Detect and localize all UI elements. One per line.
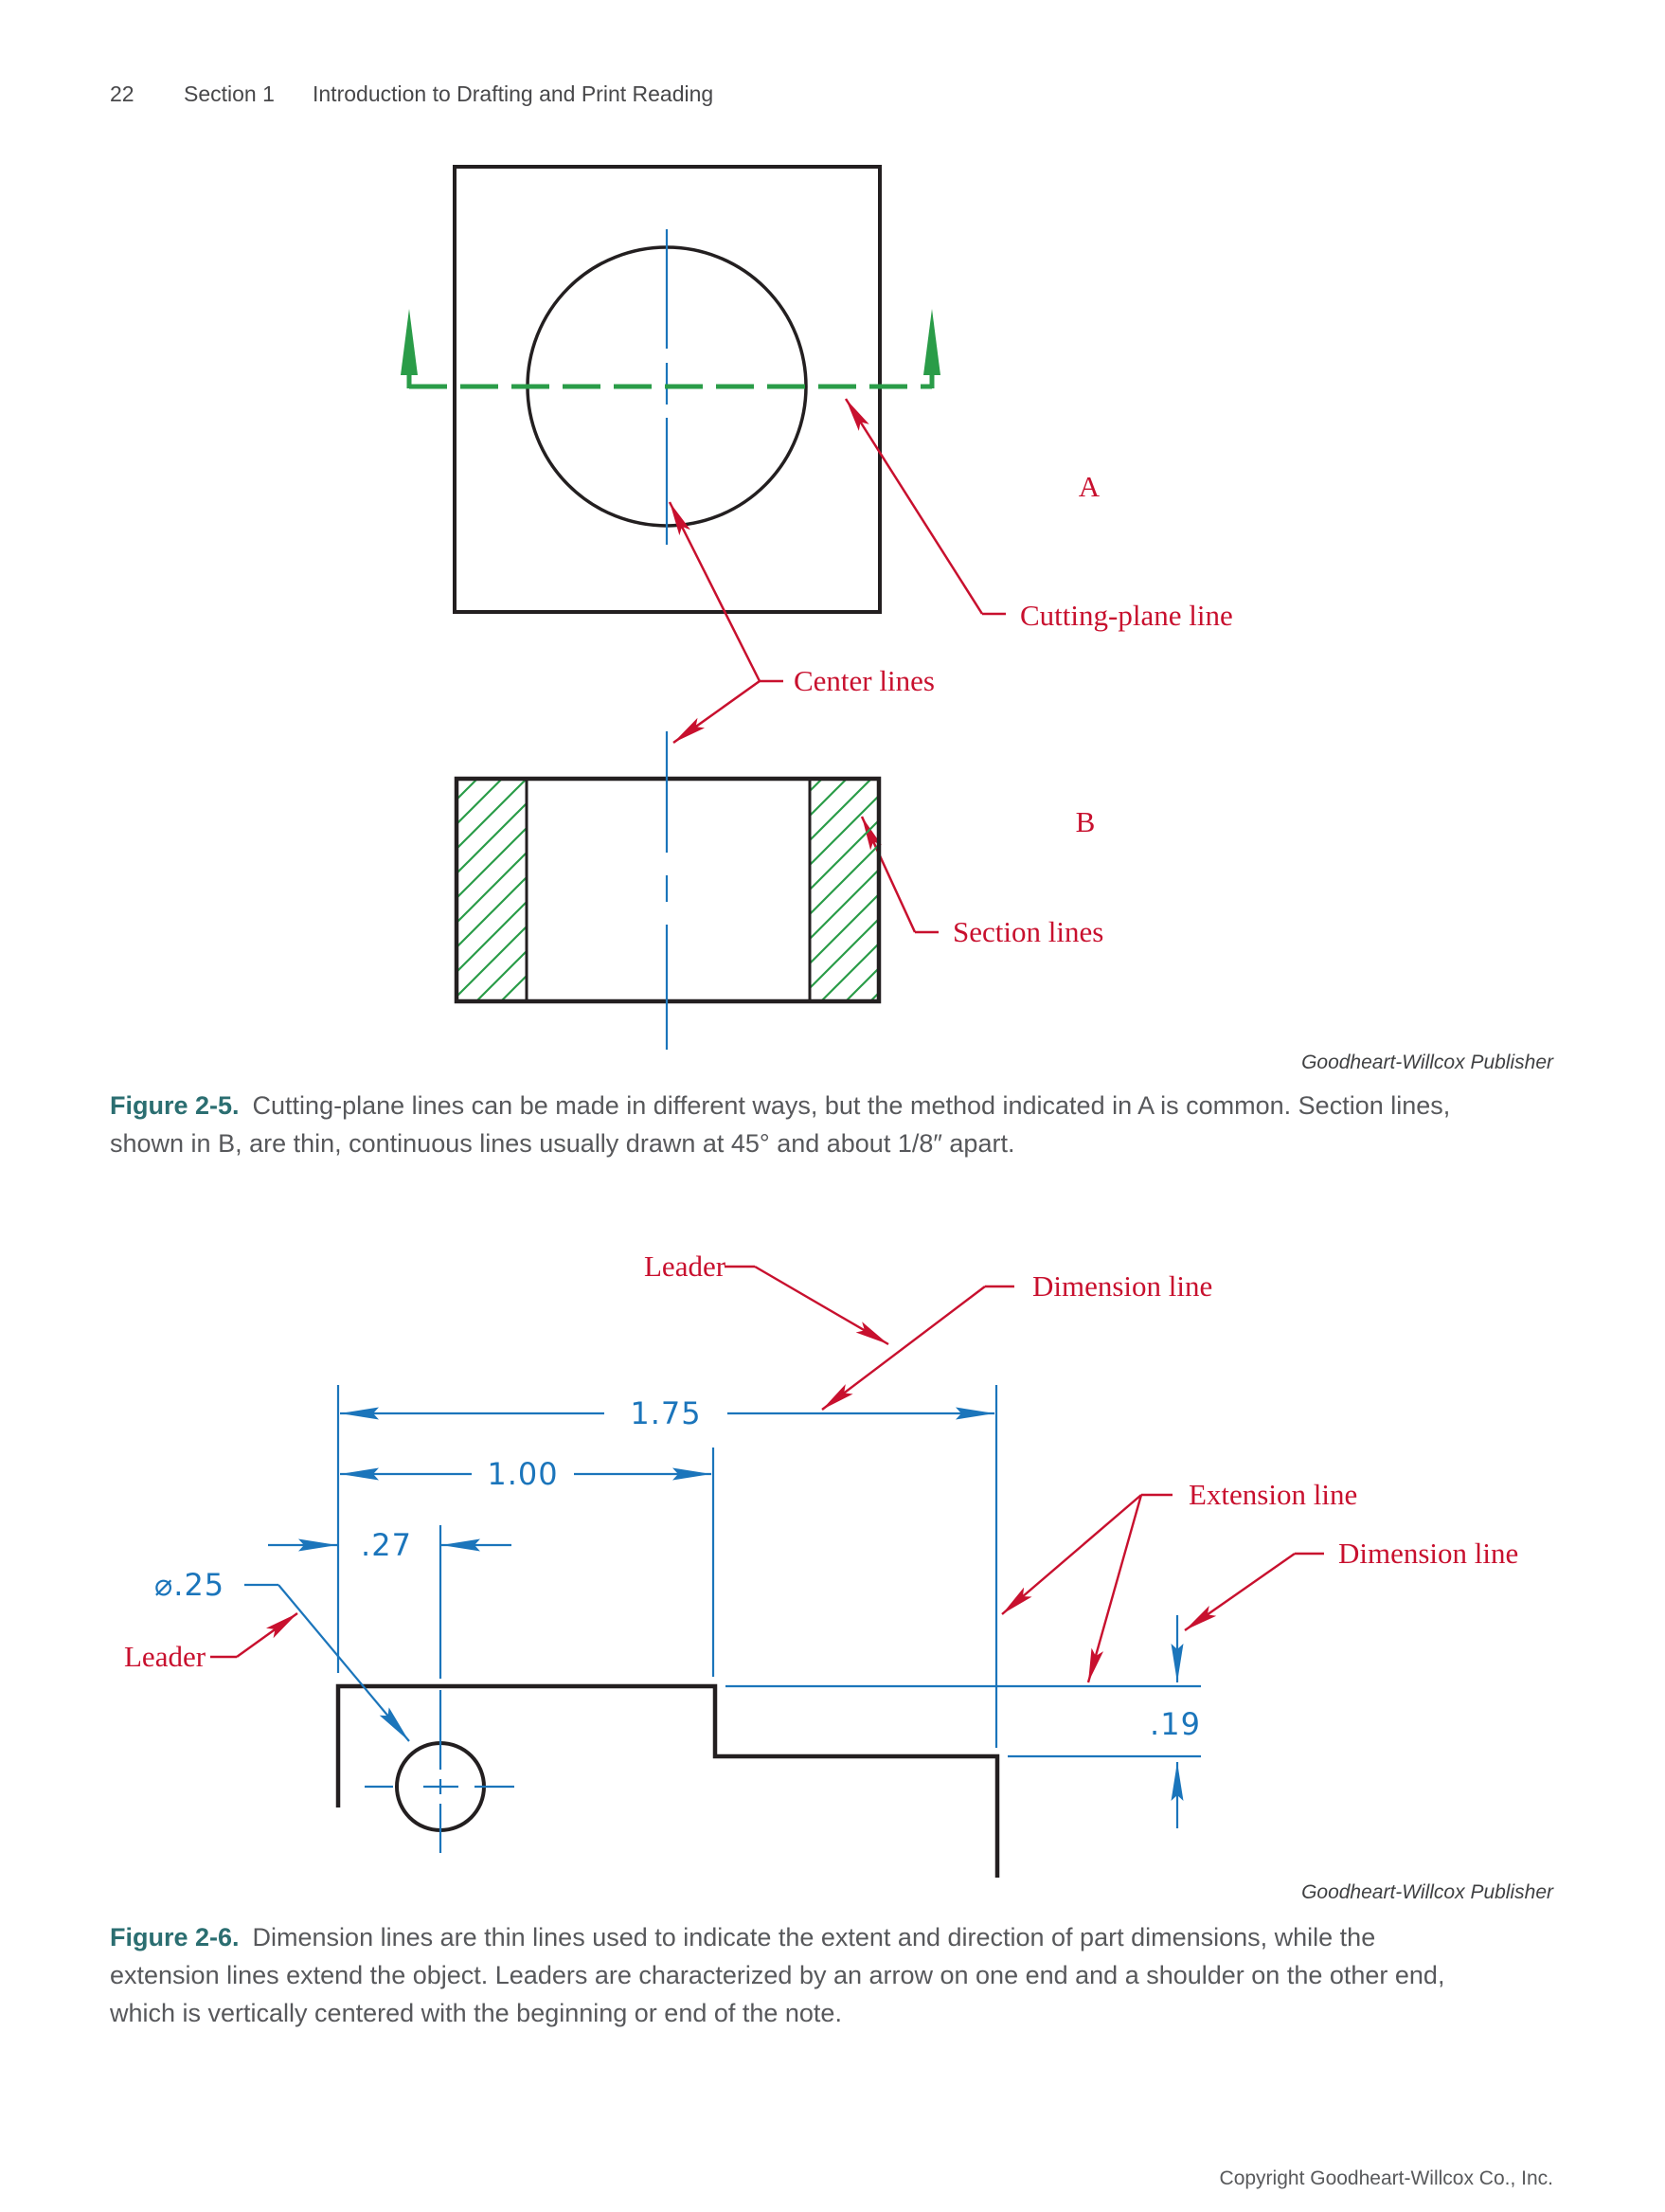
chapter-title: Introduction to Drafting and Print Readi… xyxy=(313,81,714,106)
center-lines-label: Center lines xyxy=(794,664,935,697)
leader-top-label: Leader xyxy=(644,1250,726,1283)
fig6-caption-line1: Figure 2-6.Dimension lines are thin line… xyxy=(110,1923,1376,1951)
dimension-line-right-label: Dimension line xyxy=(1338,1537,1519,1570)
fig6-red-leaders xyxy=(210,1265,1324,1683)
cutting-plane-line xyxy=(401,309,940,389)
section-lines-label: Section lines xyxy=(953,915,1104,948)
dim-hole-diameter: ⌀.25 xyxy=(154,1567,225,1603)
section-label: Section 1 xyxy=(184,81,275,106)
fig5-top-view xyxy=(401,165,1006,934)
section-hatch-right xyxy=(811,781,877,999)
dimension-line-top-label: Dimension line xyxy=(1032,1269,1213,1303)
cutting-plane-arrow-right xyxy=(923,309,940,375)
fig6-caption-line3: which is vertically centered with the be… xyxy=(110,1999,842,2027)
section-hatch-left xyxy=(458,781,526,999)
fig5-caption-line2: shown in B, are thin, continuous lines u… xyxy=(110,1129,1015,1158)
part-outline xyxy=(335,1683,1000,1878)
view-label-b: B xyxy=(1075,805,1096,838)
publisher-credit-fig5: Goodheart-Willcox Publisher xyxy=(1301,1052,1553,1073)
fig6-caption-line2: extension lines extend the object. Leade… xyxy=(110,1961,1445,1989)
fig5-caption-line1: Figure 2-5.Cutting-plane lines can be ma… xyxy=(110,1091,1451,1120)
fig6-caption-label: Figure 2-6. xyxy=(110,1923,240,1951)
leader-bottom-label: Leader xyxy=(124,1640,206,1673)
fig6-blue-lines xyxy=(244,1385,1201,1853)
publisher-credit-fig6: Goodheart-Willcox Publisher xyxy=(1301,1881,1553,1903)
cutting-plane-line-label: Cutting-plane line xyxy=(1020,599,1233,632)
extension-line-label: Extension line xyxy=(1189,1478,1358,1511)
cutting-plane-arrow-left xyxy=(401,309,418,375)
fig5-section-view xyxy=(454,731,882,1050)
fig5-caption-label: Figure 2-5. xyxy=(110,1091,240,1120)
view-label-a: A xyxy=(1078,470,1101,503)
dim-step-height: .19 xyxy=(1150,1706,1201,1742)
page-number: 22 xyxy=(110,81,134,106)
copyright-line: Copyright Goodheart-Willcox Co., Inc. xyxy=(1219,2167,1553,2189)
dim-overall-width: 1.75 xyxy=(630,1395,702,1431)
dim-step-width: 1.00 xyxy=(487,1456,559,1492)
dim-hole-offset: .27 xyxy=(361,1527,412,1563)
fig6-part xyxy=(335,1683,1000,1878)
